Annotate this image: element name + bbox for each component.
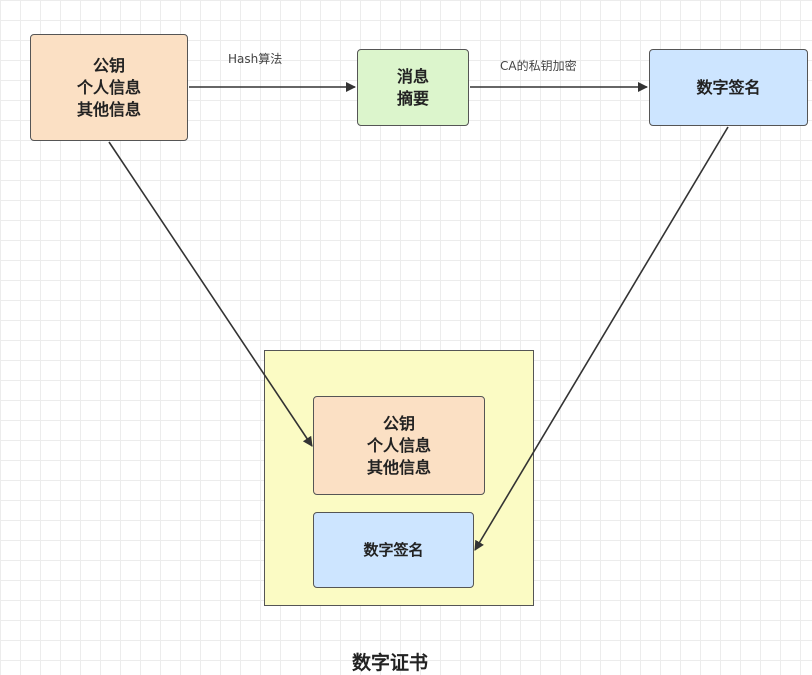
cert-signature-box: 数字签名 — [313, 512, 474, 588]
digital-certificate-title: 数字证书 — [351, 652, 428, 674]
message-digest-box: 消息 摘要 — [357, 49, 469, 126]
ca-private-key-encryption-label: CA的私钥加密 — [500, 59, 577, 73]
source-info-label: 公钥 个人信息 其他信息 — [76, 55, 141, 119]
source-info-box: 公钥 个人信息 其他信息 — [30, 34, 188, 141]
cert-info-label: 公钥 个人信息 其他信息 — [366, 413, 431, 477]
digital-signature-label: 数字签名 — [696, 77, 761, 97]
message-digest-label: 消息 摘要 — [396, 66, 429, 108]
cert-signature-label: 数字签名 — [363, 541, 424, 559]
cert-info-box: 公钥 个人信息 其他信息 — [313, 396, 485, 495]
digital-signature-box: 数字签名 — [649, 49, 808, 126]
hash-algorithm-label: Hash算法 — [228, 52, 283, 66]
